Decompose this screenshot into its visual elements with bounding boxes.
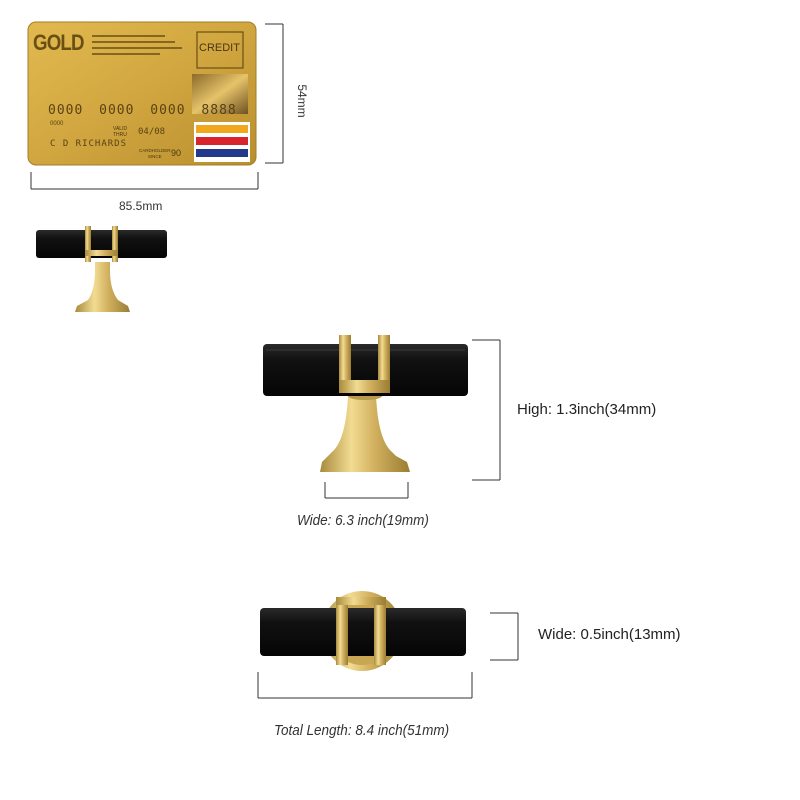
card-number-group: 0000: [99, 103, 135, 118]
base-width-dimension: [324, 482, 409, 499]
height-label: High: 1.3inch(34mm): [517, 401, 657, 418]
card-since-label: CARDHOLDER SINCE: [139, 148, 171, 160]
card-number-group: 8888: [201, 103, 237, 118]
card-type: CREDIT: [199, 42, 240, 54]
credit-card: [27, 21, 257, 166]
bar-width-label: Wide: 0.5inch(13mm): [538, 626, 681, 643]
card-number: 0000 0000 0000 8888: [48, 103, 237, 118]
card-number-group: 0000: [150, 103, 186, 118]
card-since-label-1: CARDHOLDER: [139, 148, 171, 153]
card-small-number: 0000: [50, 121, 64, 127]
total-length-label: Total Length: 8.4 inch(51mm): [274, 722, 450, 739]
card-expiry: 04/08: [138, 127, 166, 137]
card-width-dimension: [30, 172, 259, 190]
card-holder: C D RICHARDS: [50, 139, 128, 149]
card-valid-label: VALID THRU: [113, 126, 127, 138]
card-height-dimension: [265, 23, 284, 164]
small-knob: [36, 226, 167, 312]
card-since-year: 90: [171, 148, 182, 158]
card-brand: GOLD: [33, 30, 84, 55]
bar-width-dimension: [490, 612, 519, 661]
front-knob: [263, 335, 468, 472]
card-valid-label-2: THRU: [113, 132, 127, 138]
card-number-group: 0000: [48, 103, 84, 118]
top-knob: [260, 591, 466, 671]
card-valid-label-1: VALID: [113, 126, 128, 132]
height-dimension: [472, 339, 501, 481]
card-height-label: 54mm: [295, 84, 309, 118]
total-length-dimension: [257, 672, 473, 699]
card-width-label: 85.5mm: [119, 199, 163, 213]
card-since-label-2: SINCE: [147, 154, 162, 159]
base-width-label: Wide: 6.3 inch(19mm): [297, 512, 429, 529]
